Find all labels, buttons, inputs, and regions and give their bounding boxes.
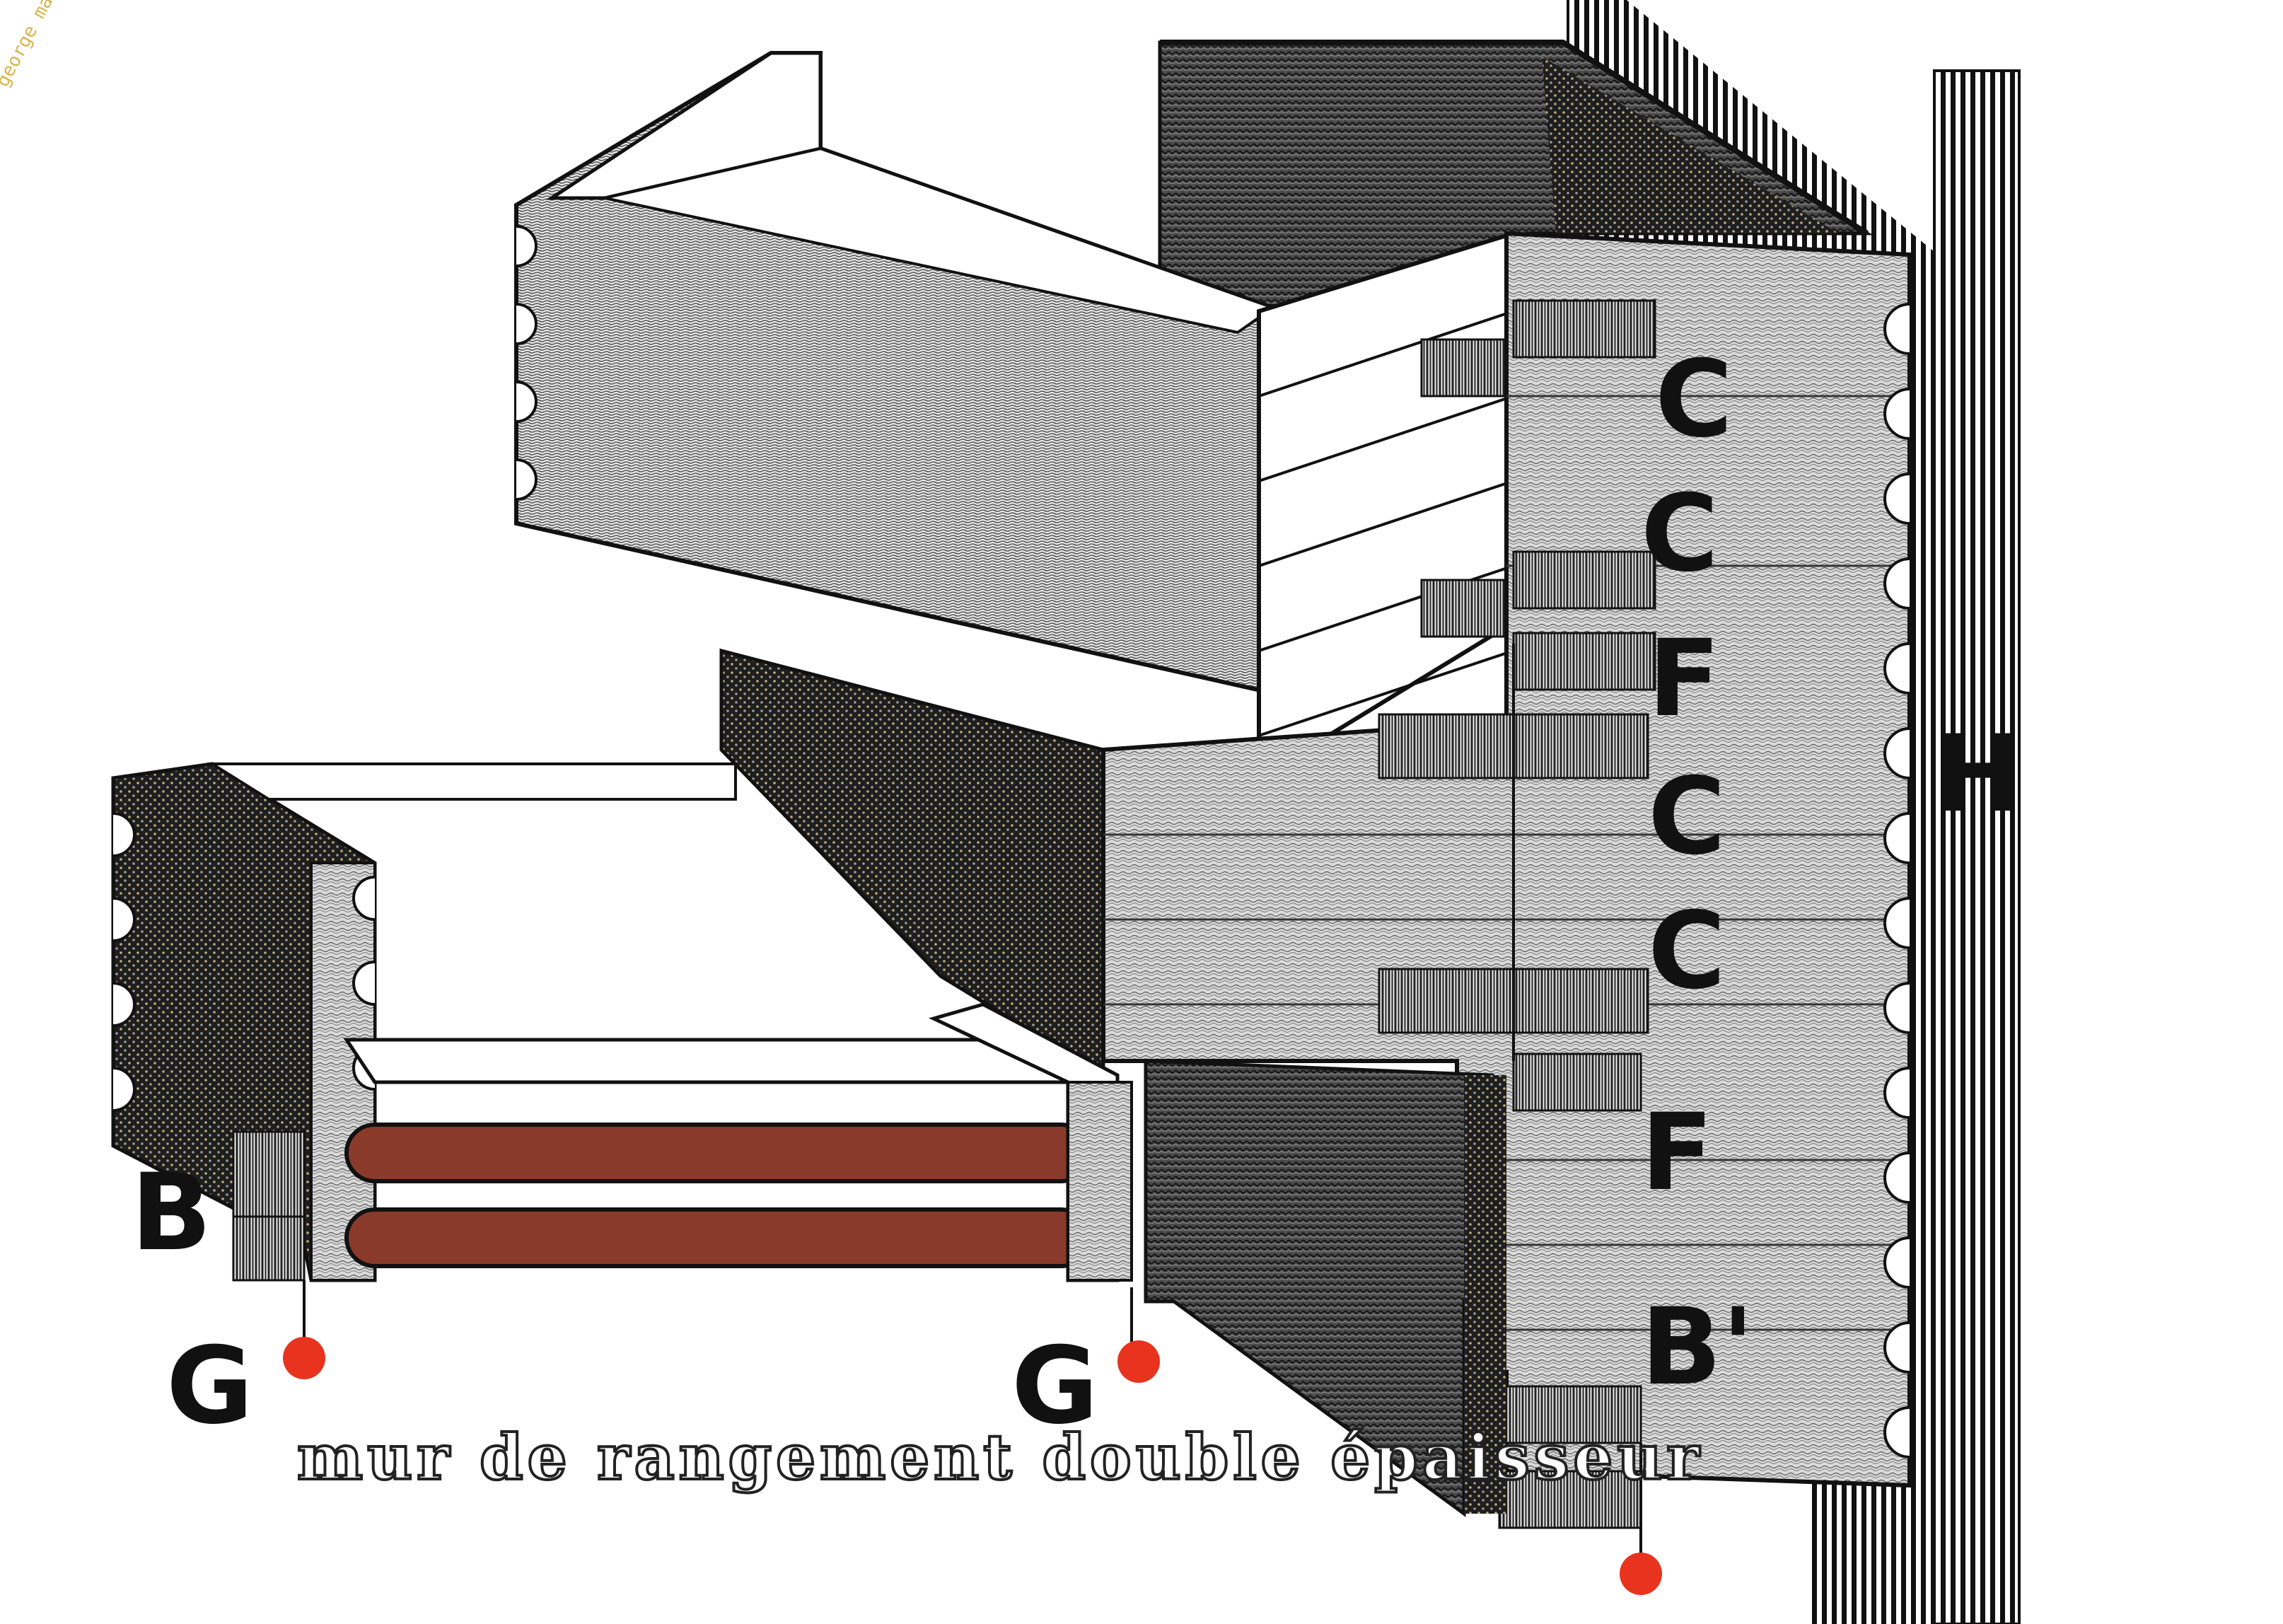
- pin-g-left: [283, 1337, 325, 1379]
- pin-g-right: [1117, 1340, 1160, 1383]
- pin-b-prime: [1620, 1553, 1662, 1595]
- label-c-1: C: [1655, 338, 1733, 461]
- upper-light-module: [514, 51, 1516, 782]
- pins: [283, 1280, 1662, 1595]
- label-f-2: F: [1641, 1091, 1714, 1214]
- lower-middle-module: [1144, 1059, 1506, 1517]
- label-b: B: [131, 1152, 212, 1275]
- right-tall-module: [1101, 231, 1912, 1529]
- label-c-4: C: [1648, 890, 1726, 1013]
- label-g-2: G: [1011, 1325, 1099, 1448]
- label-b-prime: B': [1641, 1286, 1755, 1409]
- label-f-1: F: [1648, 617, 1721, 741]
- drawing-caption: mur de rangement double épaisseur: [296, 1419, 1704, 1495]
- label-h: H: [1934, 713, 2023, 836]
- label-c-2: C: [1641, 472, 1719, 596]
- lower-left-module: [111, 762, 1133, 1282]
- label-g-1: G: [166, 1325, 254, 1448]
- label-c-3: C: [1648, 755, 1726, 878]
- upper-back-module: [1158, 40, 1874, 327]
- middle-dark-band: [719, 648, 1105, 1079]
